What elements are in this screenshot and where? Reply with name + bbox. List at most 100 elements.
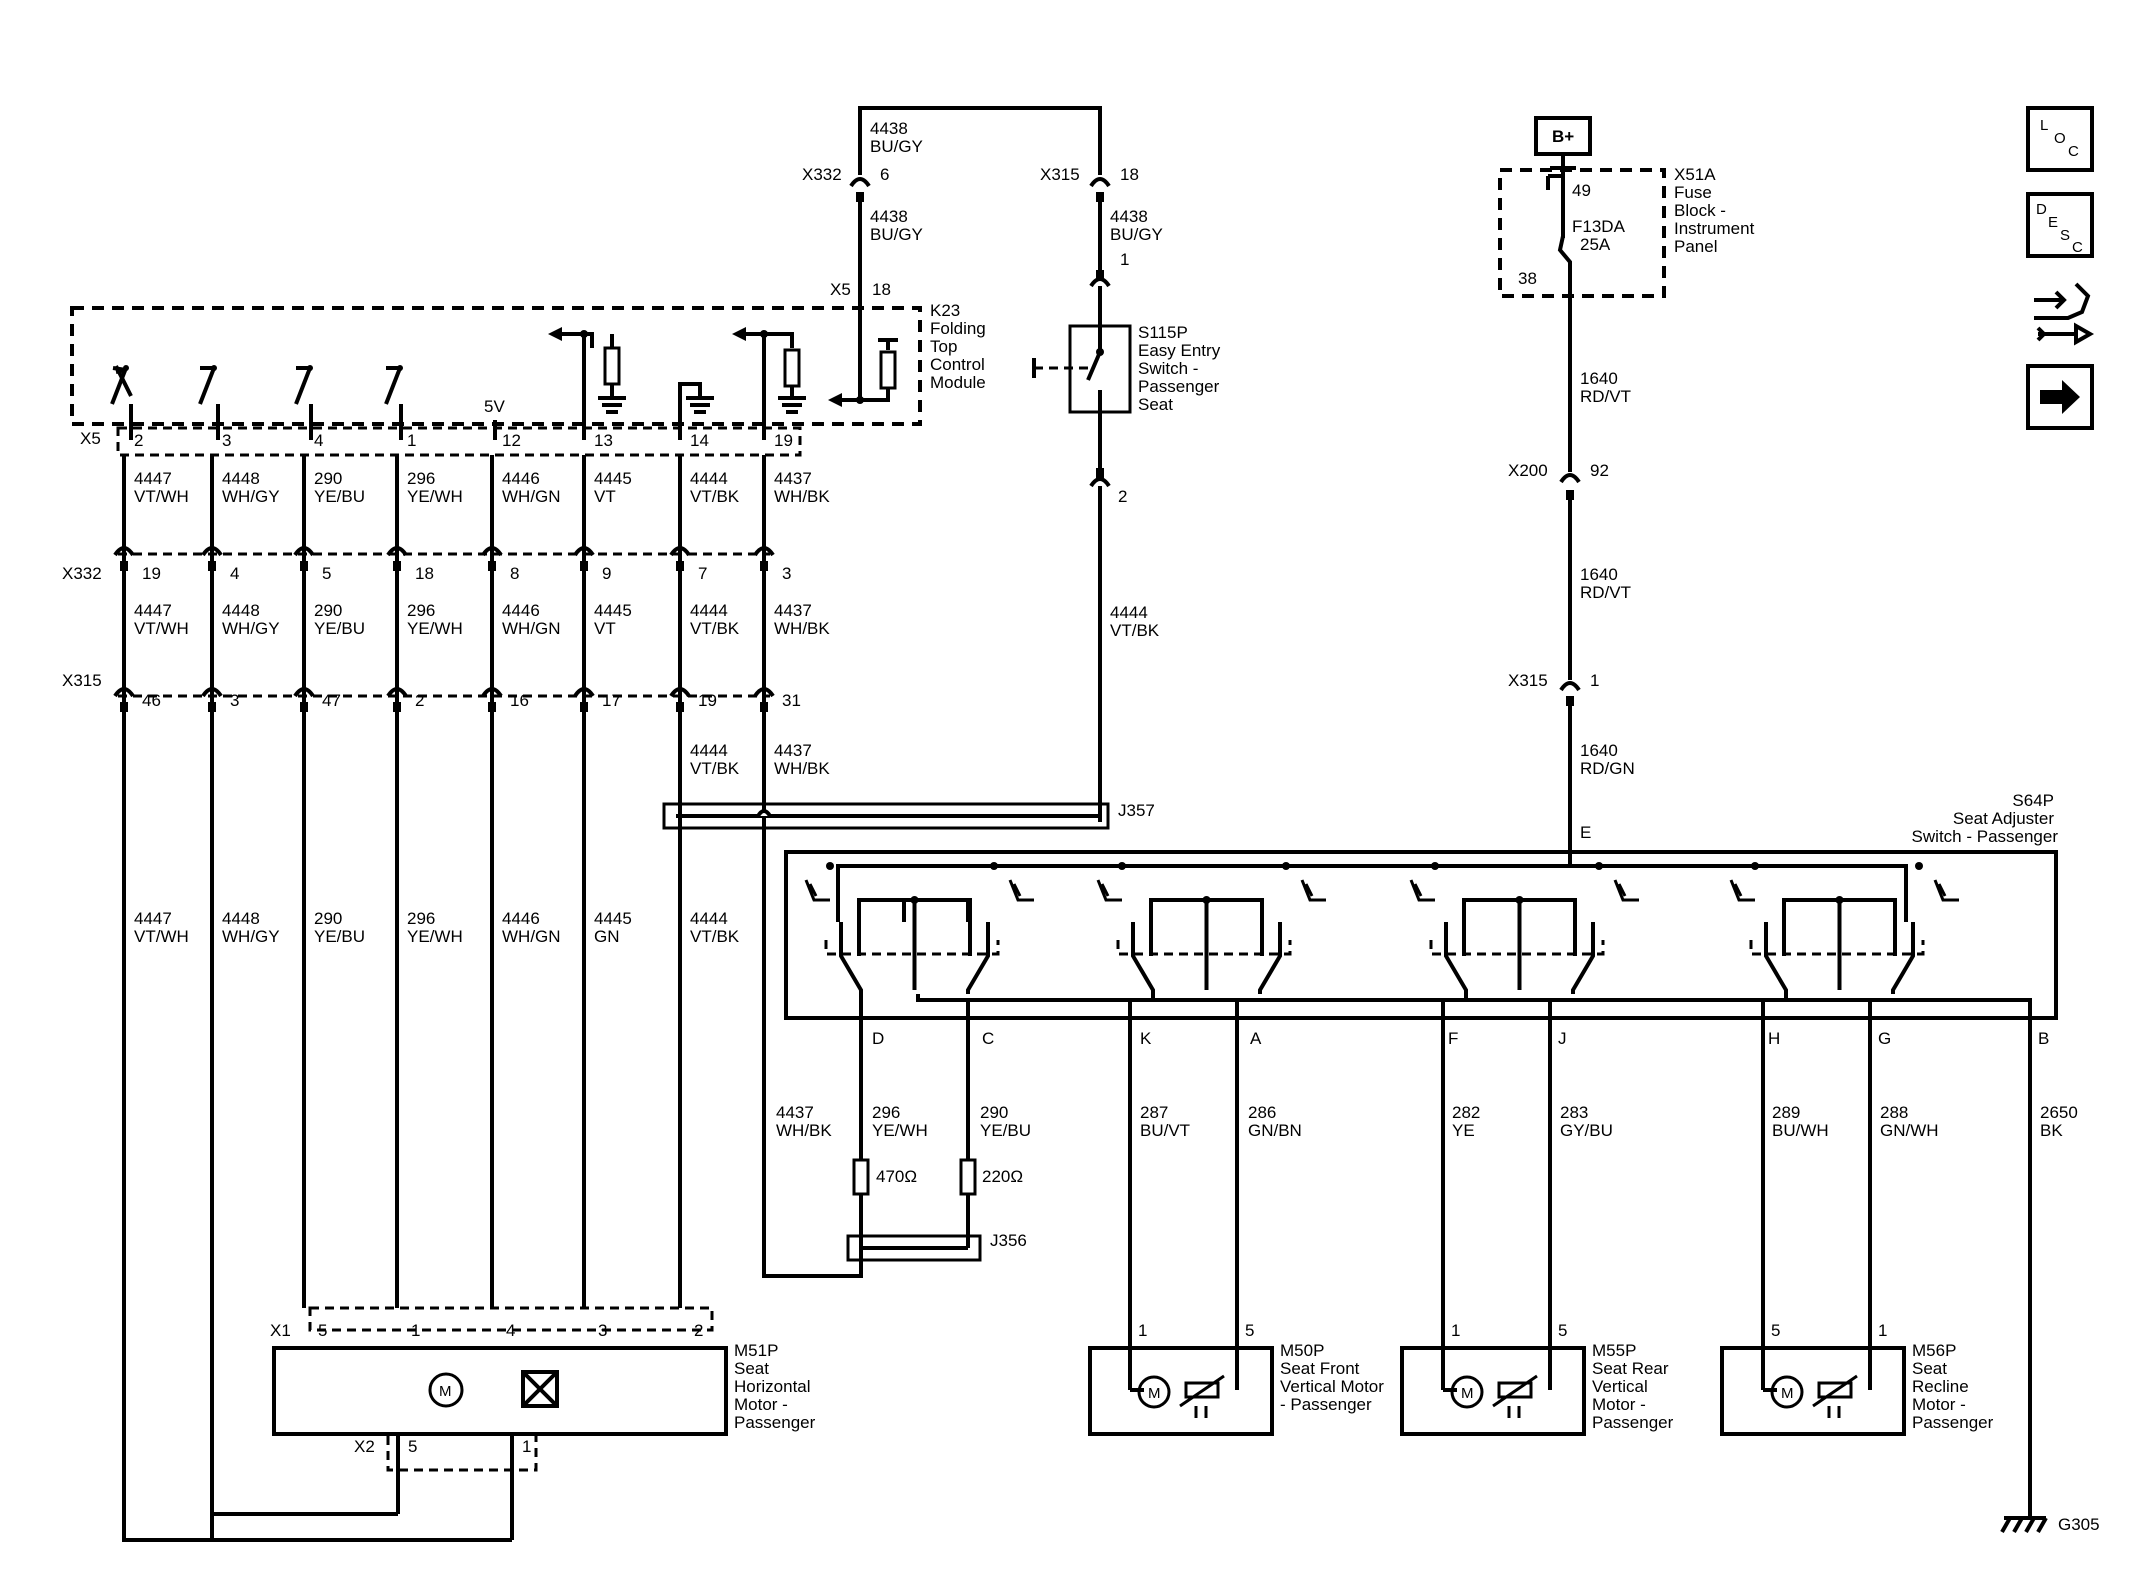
loc-button[interactable]: L O C	[2026, 106, 2094, 172]
x332-pin-terminal	[676, 561, 684, 571]
s64p-switch: S64P Seat Adjuster Switch - Passenger	[784, 791, 2058, 1020]
wire-number: 4446	[502, 469, 540, 488]
res-470: 470Ω	[876, 1167, 917, 1186]
wire-1640-b-color: RD/VT	[1580, 583, 1631, 602]
wire-color: VT/BK	[690, 487, 740, 506]
x332-pin: 18	[415, 564, 434, 583]
s115p-line-2: Easy Entry	[1138, 341, 1221, 360]
x51a-line-2: Fuse	[1674, 183, 1712, 202]
j356-label: J356	[990, 1231, 1027, 1250]
x315-pin-shell	[113, 687, 135, 698]
x1-pin: 5	[318, 1321, 327, 1340]
seat-icon-right	[1008, 879, 1034, 902]
wire-color: WH/GN	[502, 927, 561, 946]
m56p-motor-letter: M	[1781, 1385, 1794, 1402]
m50p-housing	[1088, 1346, 1274, 1436]
x5-pin: 19	[774, 431, 793, 450]
s64p-pin-j: J	[1558, 1029, 1567, 1048]
m55p-pin-right: 5	[1558, 1321, 1567, 1340]
s64p-pin-b: B	[2038, 1029, 2049, 1048]
x315-connector: X315	[62, 671, 770, 698]
switch-blade	[1131, 922, 1282, 1000]
wire-number: 4447	[134, 909, 172, 928]
next-arrow-button[interactable]	[2026, 364, 2094, 430]
m51p-motor-letter: M	[439, 1383, 452, 1400]
s64p-pin-e: E	[1580, 823, 1591, 842]
wire-number: 4448	[222, 469, 260, 488]
wire-287-num: 287	[1140, 1103, 1168, 1122]
s64p-pin-d: D	[872, 1029, 884, 1048]
x51a-line-4: Instrument	[1674, 219, 1755, 238]
m55p-label-line: Vertical	[1592, 1377, 1648, 1396]
m50p-motor-symbol	[1137, 1375, 1171, 1409]
wire-number: 290	[314, 601, 342, 620]
wire-color: VT/BK	[690, 619, 740, 638]
x2-pin-1: 1	[522, 1437, 531, 1456]
s64p-pin-f: F	[1448, 1029, 1458, 1048]
seat-icon-left	[1409, 879, 1435, 902]
x315-pin-terminal	[393, 702, 401, 712]
wire-4444-j-color: VT/BK	[690, 759, 740, 778]
desc-button[interactable]: D E S C	[2026, 192, 2094, 258]
x315-pin-shell	[753, 687, 775, 698]
seat-icon-right	[1613, 879, 1639, 902]
x315-pin: 3	[230, 691, 239, 710]
x315-pin-terminal	[488, 702, 496, 712]
x51a-line-5: Panel	[1674, 237, 1717, 256]
x332-connector: X332	[62, 552, 770, 583]
m55p-label-line: Passenger	[1592, 1413, 1674, 1432]
x315-pin: 16	[510, 691, 529, 710]
x315-top-label: X315	[1040, 165, 1080, 184]
x332-pin-shell	[669, 546, 691, 557]
m51p-motor-symbol	[428, 1372, 464, 1408]
wire-288-color: GN/WH	[1880, 1121, 1939, 1140]
wire-color: WH/BK	[774, 619, 830, 638]
desc-c: C	[2072, 239, 2083, 256]
x332-pin-shell	[113, 546, 135, 557]
k23-line-3: Top	[930, 337, 957, 356]
wire-number: 296	[407, 909, 435, 928]
x332-pin: 5	[322, 564, 331, 583]
s64p-pin-g: G	[1878, 1029, 1891, 1048]
wire-289-color: BU/WH	[1772, 1121, 1829, 1140]
wire-number: 4437	[774, 469, 812, 488]
wire-number: 4445	[594, 909, 632, 928]
desc-e: E	[2048, 214, 2058, 231]
x5-top-pin: 18	[872, 280, 891, 299]
wire-2650-color: BK	[2040, 1121, 2063, 1140]
m55p-lead	[1443, 1380, 1552, 1392]
wire-number: 4445	[594, 469, 632, 488]
switch-contact	[1782, 898, 1897, 990]
wire-4438-left-color: BU/GY	[870, 225, 923, 244]
bus-node	[826, 862, 834, 870]
m56p-motor-symbol	[1770, 1375, 1804, 1409]
loc-l: L	[2040, 117, 2048, 134]
wire-number: 4446	[502, 909, 540, 928]
harness-columns: 19464447VT/WH4447VT/WH4447VT/WH434448WH/…	[113, 455, 830, 1540]
wire-number: 4447	[134, 601, 172, 620]
x1-pin: 2	[694, 1321, 703, 1340]
x332-pin-terminal	[488, 561, 496, 571]
m55p-label-line: M55P	[1592, 1341, 1636, 1360]
bus-node	[990, 862, 998, 870]
res-220: 220Ω	[982, 1167, 1023, 1186]
wire-4438-top-num: 4438	[870, 119, 908, 138]
wire-4444-s115-color: VT/BK	[1110, 621, 1160, 640]
bus-node	[1751, 862, 1759, 870]
k23-module: K23 Folding Top Control Module 5V	[70, 301, 986, 440]
connector-wrench-icon[interactable]	[2034, 282, 2095, 346]
wire-number: 4437	[774, 601, 812, 620]
s64p-line-2: Seat Adjuster	[1953, 809, 2054, 828]
wire-290-low-color: YE/BU	[980, 1121, 1031, 1140]
k23-switch-2	[110, 365, 133, 440]
x315-pin: 31	[782, 691, 801, 710]
x332-pin-terminal	[300, 561, 308, 571]
x332-pin: 8	[510, 564, 519, 583]
seat-icon-left	[1096, 879, 1122, 902]
x315-pin-shell	[386, 687, 408, 698]
wire-color: WH/GY	[222, 487, 280, 506]
desc-s: S	[2060, 227, 2070, 244]
